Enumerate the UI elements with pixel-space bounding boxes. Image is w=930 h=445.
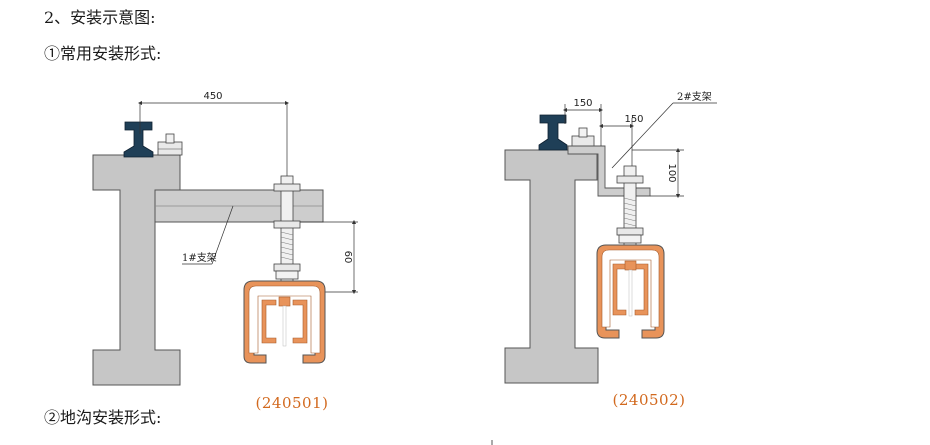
- dimension-450: 450: [203, 91, 222, 102]
- diagram-240502: 150 150 100 2#支架 (24: [504, 91, 717, 409]
- section-heading: 2、安装示意图:: [44, 8, 156, 27]
- model-code-240501: (240501): [256, 394, 329, 412]
- dimension-150-right: 150: [624, 114, 643, 125]
- bracket-1-label: 1#支架: [182, 252, 217, 264]
- rail-clamp-left: [157, 141, 183, 156]
- trench-install-heading: ②地沟安装形式:: [44, 408, 162, 427]
- common-install-heading: ①常用安装形式:: [44, 44, 162, 63]
- bracket-2-label: 2#支架: [677, 91, 712, 103]
- dimension-60: 60: [342, 251, 353, 264]
- dimension-100: 100: [666, 163, 677, 182]
- column-ibeam-right: [504, 149, 599, 384]
- crane-rail-left: [123, 121, 154, 158]
- conductor-rail-right: [596, 244, 665, 339]
- crane-rail-right: [538, 114, 568, 151]
- model-code-240502: (240502): [613, 391, 686, 409]
- conductor-rail-left: [243, 280, 326, 364]
- diagram-240501: 450 60 1#支架 (240501): [92, 91, 358, 412]
- dimension-150-left: 150: [573, 98, 592, 109]
